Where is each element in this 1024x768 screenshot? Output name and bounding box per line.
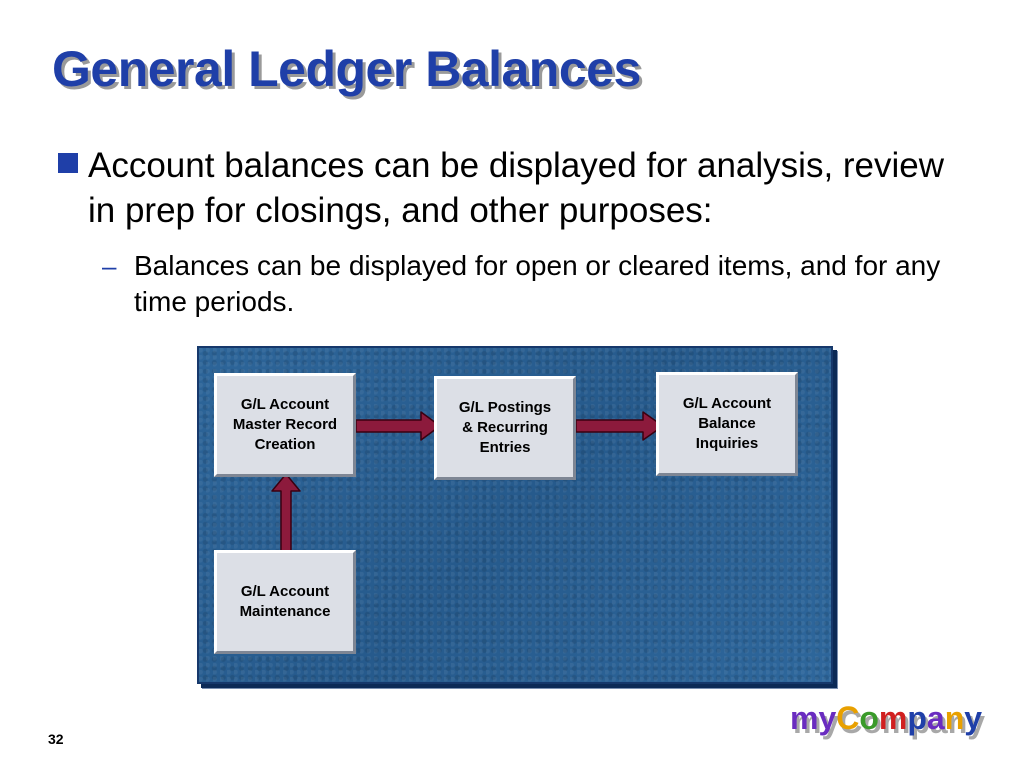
logo-letter: m: [878, 700, 908, 736]
page-number: 32: [48, 731, 64, 747]
bullet-level2-text: Balances can be displayed for open or cl…: [134, 250, 941, 317]
slide-title: General Ledger Balances: [52, 41, 641, 97]
node-postings-recurring-entries: G/L Postings & Recurring Entries: [434, 376, 576, 480]
dash-bullet-icon: –: [102, 251, 117, 281]
logo-letter: m: [790, 700, 819, 736]
company-logo: myCompany: [790, 700, 982, 737]
logo-letter: a: [926, 700, 945, 736]
logo-letter: y: [818, 700, 837, 736]
bullet-level1-text: Account balances can be displayed for an…: [88, 146, 945, 230]
logo-letter: p: [907, 700, 927, 736]
logo-letter: y: [964, 700, 983, 736]
logo-letter: C: [836, 700, 860, 736]
square-bullet-icon: [58, 153, 78, 173]
node-balance-inquiries: G/L Account Balance Inquiries: [656, 372, 798, 476]
node-account-maintenance: G/L Account Maintenance: [214, 550, 356, 654]
logo-letter: n: [944, 700, 965, 736]
node-master-record-creation: G/L Account Master Record Creation: [214, 373, 356, 477]
logo-letter: o: [859, 700, 879, 736]
